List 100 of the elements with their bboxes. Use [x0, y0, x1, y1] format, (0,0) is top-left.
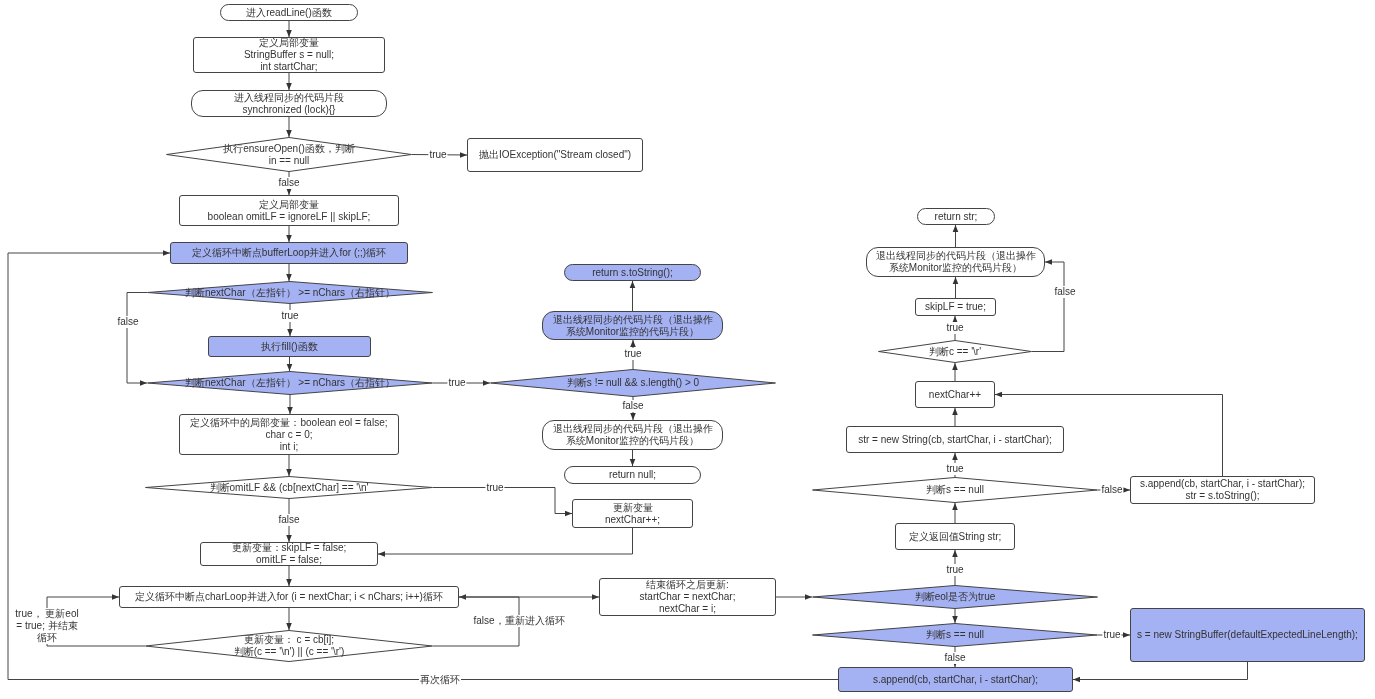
flow-arrow: [126, 292, 148, 386]
process-box: [467, 138, 643, 172]
node-text: boolean omitLF = ignoreLF || skipLF;: [207, 210, 371, 223]
node-text: return null;: [608, 469, 657, 481]
process-box: [915, 381, 995, 408]
edge-label: true: [1102, 629, 1122, 641]
flow-arrow: [952, 608, 958, 624]
node-text: nextChar++;: [604, 513, 660, 526]
decision-diamond: [147, 371, 433, 395]
flow-arrow: [630, 339, 636, 370]
node-text: 结束循环之后更新:: [646, 579, 729, 591]
flow-arrow: [952, 276, 959, 299]
edge-label: true: [447, 377, 467, 389]
terminal-box: [564, 466, 701, 484]
node-text: int startChar;: [260, 61, 318, 73]
decision-diamond: [878, 340, 1032, 363]
process-box: [200, 542, 378, 566]
edge-label: false: [277, 177, 301, 189]
terminal-box: [866, 247, 1045, 277]
flow-arrow: [432, 594, 520, 647]
node-text: 判断s != null && s.length() > 0: [566, 377, 700, 389]
flow-arrow: [775, 594, 813, 600]
edge-label: false: [621, 400, 645, 412]
node-text: 判断c == '\r': [928, 345, 982, 358]
node-text: 定义循环中断点bufferLoop并进入for (;;)循环: [191, 247, 387, 259]
flow-arrow: [286, 20, 292, 38]
flow-arrow: [1031, 259, 1065, 352]
flow-arrow: [286, 565, 292, 587]
node-text: 定义局部变量: [259, 198, 319, 211]
node-text: 判断eol是否为true: [914, 591, 996, 603]
flow-arrow: [286, 225, 292, 243]
flow-arrow: [286, 454, 292, 477]
node-text: synchronized (lock){}: [242, 103, 336, 116]
terminal-box: [917, 208, 995, 225]
edge-label: false: [1100, 484, 1124, 496]
decision-diamond: [812, 477, 1098, 503]
node-text: 更新变量：skipLF = false;: [231, 542, 347, 554]
edge-label: true: [485, 481, 505, 494]
node-text: 进入线程同步的代码片段: [234, 91, 344, 104]
process-box: [170, 242, 408, 264]
flow-arrow: [7, 250, 839, 680]
process-box: [119, 586, 459, 608]
edge-label: false: [1053, 286, 1077, 298]
process-box: [846, 426, 1064, 453]
terminal-box: [191, 90, 387, 117]
flow-arrow: [286, 116, 292, 138]
flow-arrow: [286, 72, 292, 91]
decision-diamond: [490, 369, 776, 397]
flow-arrow: [458, 594, 600, 600]
edge-label: true， 更新eol = true; 并结束循环: [13, 608, 81, 644]
node-text: char c = 0;: [265, 428, 313, 441]
process-box: [915, 298, 996, 316]
decision-diamond: [145, 630, 433, 662]
node-text: 判断nextChar（左指针） >= nChars（右指针）: [184, 377, 396, 389]
flow-arrow: [994, 391, 1223, 477]
node-text: 判断s == null: [926, 484, 984, 496]
process-box: [599, 578, 776, 616]
flow-arrow: [432, 380, 491, 386]
edge-label: false，重新进入循环: [472, 615, 566, 627]
node-text: in == null: [268, 154, 310, 167]
node-text: 判断s == null: [926, 629, 984, 641]
node-text: 判断omitLF && (cb[nextChar] == '\n': [209, 481, 369, 494]
process-box: [895, 523, 1015, 550]
process-box: [1130, 476, 1315, 504]
process-box: [572, 499, 693, 528]
node-text: 定义返回值String str;: [908, 530, 1002, 543]
flow-arrow: [952, 502, 958, 524]
flow-arrow: [377, 527, 633, 557]
flow-arrow: [1072, 661, 1248, 683]
terminal-box: [220, 4, 358, 21]
edge-label: false: [116, 316, 140, 328]
node-text: 定义局部变量: [259, 37, 319, 49]
process-box: [1130, 608, 1365, 662]
node-text: StringBuffer s = null;: [243, 49, 335, 61]
node-text: str = new String(cb, startChar, i - startChar);: [858, 433, 1052, 446]
edge-label: false: [277, 514, 301, 526]
flow-arrow: [952, 224, 959, 248]
node-text: 更新变量: [612, 501, 653, 514]
flow-arrow: [286, 263, 292, 282]
node-text: 判断(c == '\n') || (c == '\r'): [233, 646, 345, 658]
terminal-box: [542, 311, 723, 340]
flow-arrow: [952, 315, 958, 341]
node-text: s.append(cb, startChar, i - startChar);: [1139, 478, 1306, 490]
node-text: omitLF = false;: [256, 554, 322, 566]
edge-label: true: [945, 564, 965, 576]
edge-label: true: [945, 463, 965, 475]
node-text: skipLF = true;: [925, 301, 986, 313]
process-box: [838, 667, 1073, 692]
node-text: int i;: [279, 440, 299, 453]
decision-diamond: [166, 137, 412, 172]
decision-diamond: [812, 585, 1098, 609]
flow-arrow: [952, 407, 958, 427]
node-text: 退出线程同步的代码片段（退出操作系统Monitor监控的代码片段）: [551, 423, 714, 447]
process-box: [193, 37, 385, 73]
terminal-box: [542, 420, 723, 450]
flow-arrow: [629, 280, 636, 312]
edge-label: true: [945, 322, 965, 334]
flow-arrow: [286, 356, 293, 372]
flow-arrow: [629, 449, 636, 467]
process-box: [179, 195, 399, 226]
